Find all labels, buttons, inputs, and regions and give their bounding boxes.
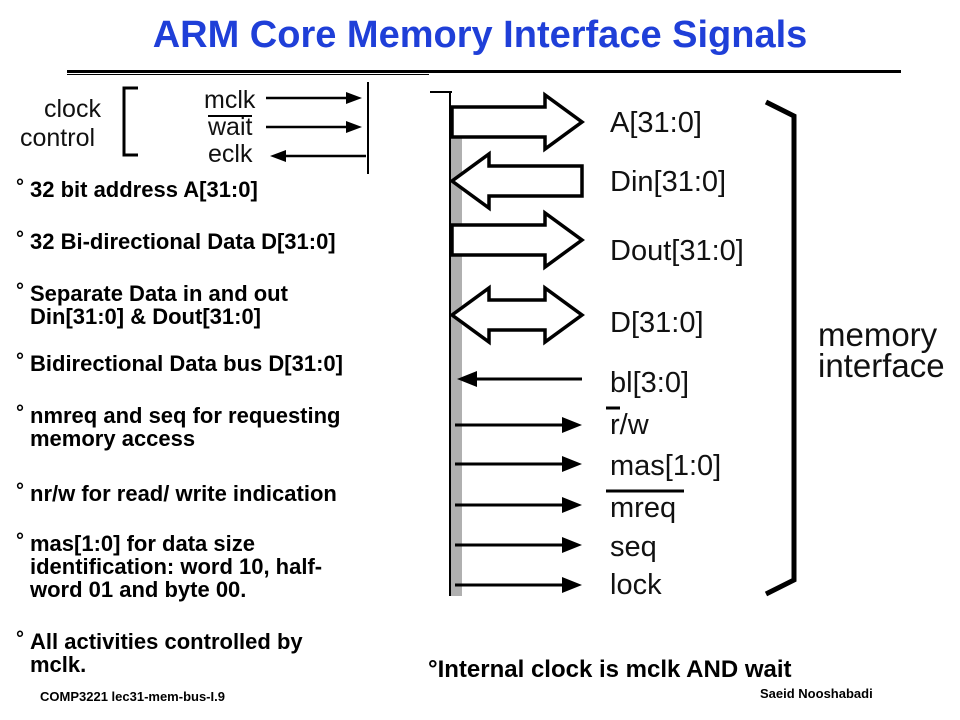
bullet-text: mclk. (30, 652, 87, 677)
signal-mas: mas[1:0] (610, 450, 721, 482)
bullet-text: Separate Data in and out (30, 281, 288, 306)
bullet-mark: ° (16, 280, 24, 302)
bullet-text: 32 bit address A[31:0] (30, 177, 258, 202)
clock-label: clock (44, 95, 101, 123)
signal-seq: seq (610, 531, 657, 563)
bullet-mark: ° (16, 480, 24, 502)
bullet-mark: ° (16, 530, 24, 552)
signal-dout: Dout[31:0] (610, 235, 744, 267)
single-output-arrows (455, 417, 582, 593)
signal-lock: lock (610, 569, 662, 601)
page-title: ARM Core Memory Interface Signals (152, 14, 808, 56)
footer-course: COMP3221 lec31-mem-bus-I.9 (40, 689, 225, 704)
bullet-text: nmreq and seq for requesting (30, 403, 341, 428)
bullet-mark: ° (16, 628, 24, 650)
wait-arrowhead (346, 121, 362, 133)
signal-rw: r/w (610, 409, 650, 441)
bullet-text: Din[31:0] & Dout[31:0] (30, 304, 262, 329)
memory-bracket (764, 99, 797, 597)
memory-label: memory (818, 316, 938, 353)
din-bus-arrow (449, 150, 584, 212)
bullet-mark: ° (16, 176, 24, 198)
signal-bl: bl[3:0] (610, 367, 689, 399)
bullet-text: Bidirectional Data bus D[31:0] (30, 351, 343, 376)
bullet-text: 32 Bi-directional Data D[31:0] (30, 229, 336, 254)
signal-d: D[31:0] (610, 307, 704, 339)
bl-arrowhead (457, 371, 477, 387)
bullet-text: mas[1:0] for data size (30, 531, 255, 556)
wait-label: wait (207, 113, 253, 141)
bullet-text: word 01 and byte 00. (30, 577, 247, 602)
mclk-arrowhead (346, 92, 362, 104)
bottom-note: °Internal clock is mclk AND wait (428, 656, 792, 683)
core-boundary-bar (451, 130, 462, 596)
bullet-mark: ° (16, 350, 24, 372)
a-bus-arrow (450, 91, 585, 153)
control-label: control (20, 124, 95, 152)
interface-label: interface (818, 347, 945, 384)
bullet-text: All activities controlled by (30, 629, 303, 654)
signal-din: Din[31:0] (610, 166, 726, 198)
bullet-item: ° 32 bit address A[31:0] (16, 176, 446, 202)
bullet-text: nr/w for read/ write indication (30, 481, 337, 506)
d-bus-arrow (449, 284, 585, 346)
clock-bracket (122, 86, 138, 157)
bullet-mark: ° (16, 228, 24, 250)
bullet-text: memory access (30, 426, 196, 451)
bullet-mark: ° (16, 402, 24, 424)
eclk-label: eclk (208, 140, 253, 168)
bullet-item: ° 32 Bi-directional Data D[31:0] (16, 228, 446, 254)
dout-bus-arrow (450, 209, 585, 271)
bullet-item: ° nr/w for read/ write indication (16, 480, 446, 506)
title-underline (67, 70, 901, 73)
eclk-arrowhead (270, 150, 286, 162)
bullet-item: ° Bidirectional Data bus D[31:0] (16, 350, 446, 376)
mclk-label: mclk (204, 86, 256, 114)
footer-author: Saeid Nooshabadi (760, 686, 873, 701)
title-underline-thin (67, 74, 429, 75)
bullet-text: identification: word 10, half- (30, 554, 323, 579)
signal-mreq: mreq (610, 492, 676, 524)
signal-a: A[31:0] (610, 107, 702, 139)
